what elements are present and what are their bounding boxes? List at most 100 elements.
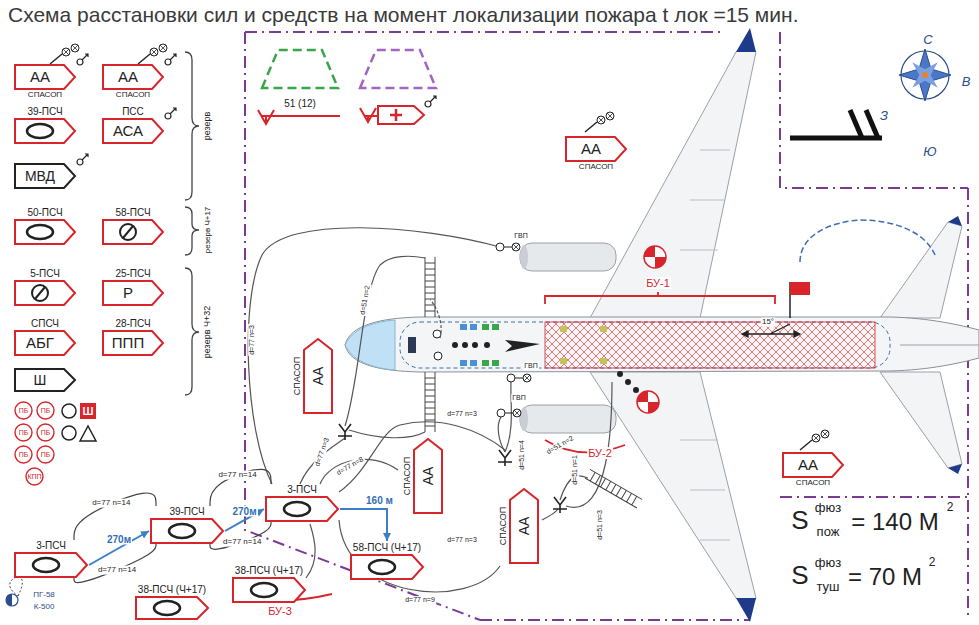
ladder-symbol <box>425 257 642 508</box>
unit-caption: ПСС <box>122 106 144 118</box>
vehicle-symbol: ААСПАСОП <box>565 136 627 171</box>
unit-caption: 3-ПСЧ <box>287 484 317 496</box>
annotation-label: S <box>790 506 809 535</box>
staff-square: Ш <box>80 403 96 419</box>
hose-label: d=51 n=4 <box>518 439 526 471</box>
hose-label: d=51 n=1 <box>571 454 579 486</box>
vehicle-code: АА <box>14 64 66 90</box>
vehicle-code: ПБ <box>14 423 33 442</box>
annotation-label: фюз <box>814 556 842 570</box>
vehicle-code: КПП <box>25 467 44 486</box>
hose-label: d=77 n=3 <box>313 436 331 468</box>
vehicle-code: ПБ <box>36 423 55 442</box>
legend-symbols <box>258 50 436 124</box>
hose-label: d=77 n=3 <box>446 536 478 544</box>
vehicle-code: ППП <box>102 330 154 356</box>
distance-label: 270м <box>106 534 132 545</box>
annotation-label: фюз <box>814 501 842 515</box>
aircraft <box>345 28 979 622</box>
vehicle-code: АА <box>102 64 154 90</box>
unit-caption: 39-ПСЧ <box>27 106 62 118</box>
unit-caption: СПАСОП <box>796 478 830 487</box>
vehicle-code: АА <box>782 452 834 478</box>
annotation-label: = 140 М <box>850 509 939 535</box>
vehicle-code: Р <box>102 280 154 306</box>
hose-label: d=77 n=8 <box>334 455 365 477</box>
sector-bracket <box>232 292 775 601</box>
hose-label: d=51 n=3 <box>596 509 604 541</box>
vehicle-code: Ш <box>14 368 66 392</box>
vehicle-code: АСА <box>102 118 154 144</box>
hose-label: d=77 n=3 <box>248 324 256 356</box>
reserve-label: резерв Ч+17 <box>204 206 213 255</box>
fire-post-circle: ПБ <box>14 401 33 420</box>
vehicle-symbol: 38-ПСЧ (Ч+17) <box>135 584 209 620</box>
annotation-label: ГВП <box>511 394 527 402</box>
rescue-vehicle-symbol: СПАСОПАА <box>400 438 443 514</box>
compass-letter: С <box>922 33 933 47</box>
distance-label: 160 м <box>365 495 394 506</box>
unit-caption: 5-ПСЧ <box>30 268 60 280</box>
vehicle-code: ПБ <box>14 401 33 420</box>
hose-label: d=51 n=2 <box>358 284 371 316</box>
vehicle-symbol: СПСЧАБГ <box>14 318 76 356</box>
fire-post-circle: КПП <box>25 467 44 486</box>
compass-letter: В <box>961 75 972 89</box>
vehicle-code: МВД <box>14 163 66 189</box>
fire-post-circle: ПБ <box>36 445 55 464</box>
vehicle-code: АА <box>565 136 617 162</box>
unit-caption: 58-ПСЧ (Ч+17) <box>353 542 421 554</box>
unit-caption: 28-ПСЧ <box>115 318 150 330</box>
annotation-label: 2 <box>946 501 955 514</box>
rescue-vehicle-symbol: СПАСОП АА <box>290 338 333 414</box>
annotation-label: 15° <box>761 318 775 327</box>
vehicle-symbol: 5-ПСЧ <box>14 268 76 306</box>
annotation-label: пож <box>816 525 841 539</box>
vehicle-symbol: 58-ПСЧ <box>102 207 164 245</box>
distance-label: 270м <box>231 506 257 517</box>
hose-label: d=77 n=14 <box>222 538 262 547</box>
vehicle-code: ПБ <box>36 401 55 420</box>
hose-label: d=77 n=14 <box>91 499 131 508</box>
vehicle-symbol: 3-ПСЧ <box>14 540 88 578</box>
unit-caption: 3-ПСЧ <box>36 540 66 552</box>
vehicle-code: ПБ <box>14 445 33 464</box>
compass-letter: З <box>879 109 889 123</box>
hose-label: d=77 n=3 <box>446 410 478 418</box>
unit-caption: СПАСОП <box>28 90 62 99</box>
vehicle-code: АБГ <box>14 330 66 356</box>
annotation-label: S <box>790 561 809 590</box>
unit-caption: СПСЧ <box>31 318 59 330</box>
annotation-label: ПГ-58 <box>32 591 56 600</box>
annotation-label: БУ-2 <box>587 447 613 459</box>
unit-caption: СПАСОП <box>292 357 301 396</box>
wind-symbol <box>790 110 882 138</box>
vehicle-code: АА <box>421 467 435 486</box>
hose-line <box>248 228 612 592</box>
vehicle-code: Ш <box>80 403 96 419</box>
reserve-bracket <box>185 52 199 395</box>
vehicle-symbol: 50-ПСЧ <box>14 207 76 245</box>
hose-label: d=77 n=14 <box>97 565 137 574</box>
hose-connector <box>210 469 271 506</box>
vehicle-code: АА <box>517 517 531 536</box>
unit-caption: СПАСОП <box>498 507 507 546</box>
unit-caption: 38-ПСЧ (Ч+17) <box>138 584 206 596</box>
fire-post-circle: ПБ <box>14 445 33 464</box>
nozzle-symbol <box>338 243 567 513</box>
unit-caption: СПАСОП <box>579 162 613 171</box>
unit-caption: 39-ПСЧ <box>169 506 204 518</box>
vehicle-symbol: 39-ПСЧ <box>150 506 224 544</box>
annotation-label: ГВП <box>513 232 529 240</box>
fire-post-circle: ПБ <box>36 423 55 442</box>
fire-post-circle: ПБ <box>14 423 33 442</box>
annotation-label: туш <box>815 580 840 594</box>
vehicle-code: АА <box>311 367 325 386</box>
hose-label: d=77 n=9 <box>404 596 436 604</box>
annotation-label: ГВП <box>523 362 539 370</box>
reserve-label: резерв Ч+32 <box>203 305 213 359</box>
hose-label: d=51 n=2 <box>544 434 575 456</box>
annotation-label: = 70 М <box>847 564 923 590</box>
hose-label: d=77 n=14 <box>217 471 257 480</box>
vehicle-code: ПБ <box>36 445 55 464</box>
